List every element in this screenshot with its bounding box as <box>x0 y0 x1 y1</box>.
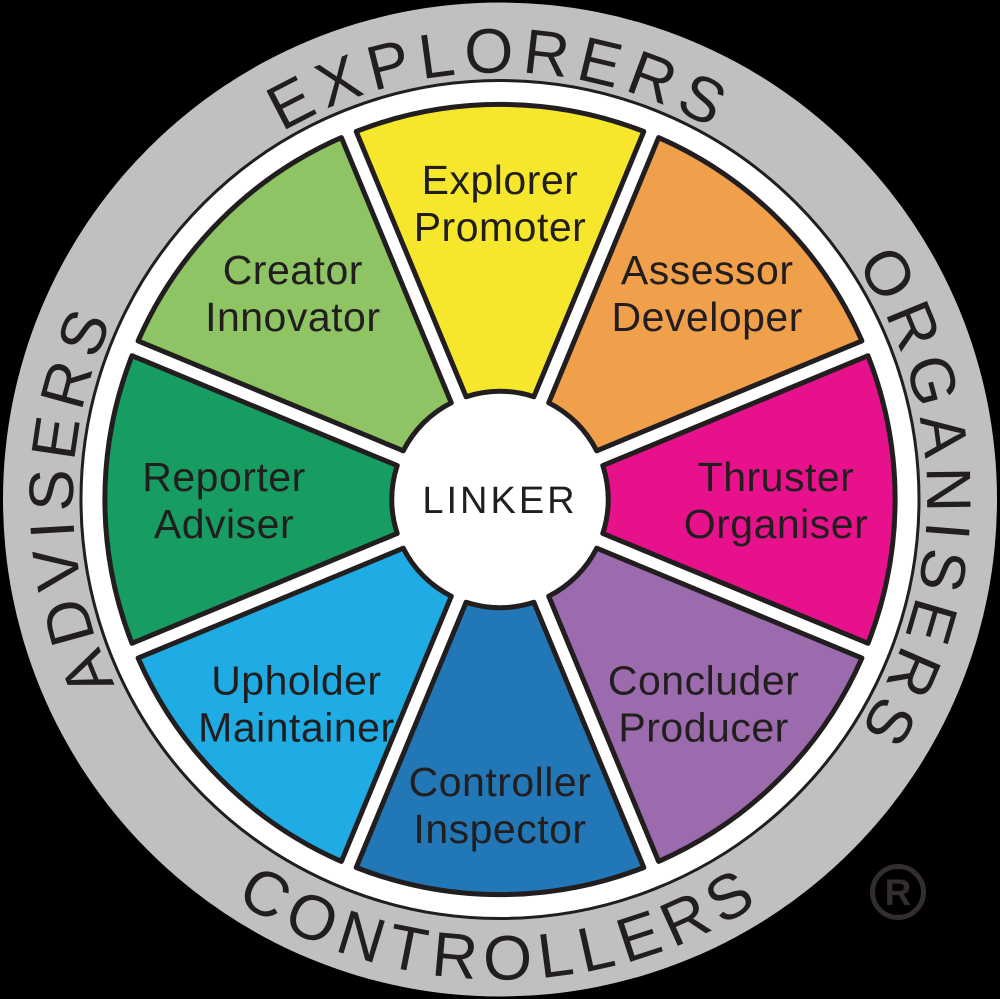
segment-explorer-promoter <box>353 101 647 400</box>
registered-trademark-symbol: R <box>870 864 926 920</box>
segment-concluder-producer <box>546 545 865 864</box>
segment-creator-innovator <box>135 135 454 454</box>
segment-reporter-adviser <box>102 353 400 646</box>
registered-trademark-circle <box>870 864 926 920</box>
segment-thruster-organiser <box>600 353 898 646</box>
segment-upholder-maintainer <box>135 545 454 864</box>
registered-trademark-letter: R <box>885 872 912 913</box>
segment-assessor-developer <box>546 135 865 454</box>
center-label-linker: LINKER <box>422 480 577 522</box>
segment-controller-inspector <box>353 599 647 898</box>
